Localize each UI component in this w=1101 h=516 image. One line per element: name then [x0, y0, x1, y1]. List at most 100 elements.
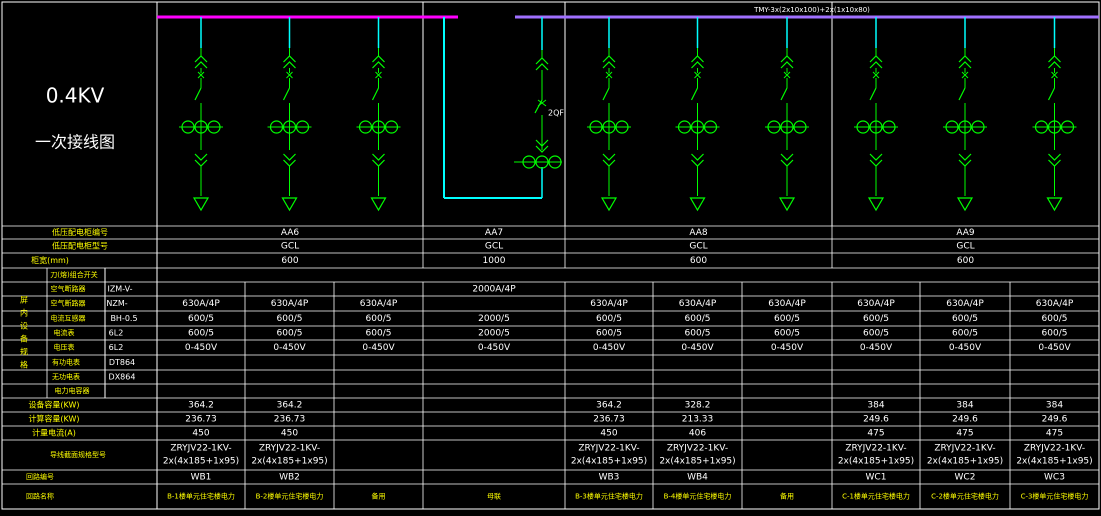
- ammeter-range: 600/5: [774, 329, 800, 339]
- cross-mark-icon: [605, 71, 613, 79]
- installed-power-value: 364.2: [277, 401, 303, 411]
- load-triangle-icon: [281, 197, 298, 212]
- circuit-no: WC1: [866, 473, 887, 483]
- ammeter-range: 600/5: [366, 329, 392, 339]
- row-label-reactive-meter: 无功电表: [52, 372, 80, 381]
- equip-group-char: 设: [20, 321, 28, 331]
- load-triangle-icon: [867, 197, 885, 212]
- circuit-no: WB2: [279, 473, 300, 483]
- installed-power-value: 364.2: [596, 401, 622, 411]
- breaker-switch-blade: [282, 87, 291, 101]
- cabinet-width: 600: [690, 256, 707, 266]
- row-label-capacitor: 电力电容器: [55, 386, 90, 395]
- ammeter-range: 600/5: [685, 329, 711, 339]
- calc-current-value: 406: [689, 429, 706, 439]
- breaker-switch-blade: [602, 87, 610, 101]
- ct-ratio: 600/5: [366, 314, 392, 324]
- breaker-rating: 630A/4P: [271, 299, 309, 309]
- installed-power-value: 364.2: [188, 401, 214, 411]
- load-triangle-icon: [192, 197, 210, 212]
- disconnect-chevron-icon: [602, 153, 616, 167]
- cross-mark-icon: [197, 71, 205, 79]
- breaker-rating: 630A/4P: [1036, 299, 1074, 309]
- breaker-switch-blade: [194, 87, 202, 101]
- disconnect-chevron-icon: [372, 55, 385, 69]
- ct-ratio: 600/5: [188, 314, 214, 324]
- model-air-breaker: IZM-V-: [107, 285, 132, 294]
- circuit-no: WB3: [599, 473, 620, 483]
- disconnect-chevron-icon: [535, 57, 549, 71]
- cabinet-width: 600: [957, 256, 974, 266]
- breaker-switch-blade: [371, 87, 380, 101]
- row-label-cabinet-no: 低压配电柜编号: [52, 227, 108, 237]
- voltmeter-range: 0-450V: [681, 343, 714, 353]
- load-triangle-icon: [956, 197, 974, 212]
- cross-mark-icon: [694, 71, 701, 79]
- circuit-no: WC2: [955, 473, 976, 483]
- voltmeter-range: 0-450V: [593, 343, 626, 353]
- voltmeter-range: 0-450V: [860, 343, 893, 353]
- breaker-switch-blade: [690, 87, 699, 101]
- cable-spec-line2: 2x(4x185+1x95): [163, 457, 239, 467]
- calc-power-value: 249.6: [863, 415, 889, 425]
- breaker-switch-blade: [780, 87, 788, 101]
- load-triangle-icon: [370, 197, 387, 212]
- row-label-voltmeter: 电压表: [54, 343, 75, 352]
- cable-spec-line1: ZRYJV22-1KV-: [934, 444, 995, 454]
- cabinet-model: GCL: [485, 242, 503, 252]
- calc-power-value: 236.73: [593, 415, 625, 425]
- calc-current-value: 450: [281, 429, 298, 439]
- cable-spec-line2: 2x(4x185+1x95): [1016, 457, 1092, 467]
- disconnect-chevron-icon: [958, 153, 972, 167]
- model-ct: BH-0.5: [110, 314, 137, 323]
- breaker-rating: 630A/4P: [590, 299, 628, 309]
- disconnect-chevron-icon: [372, 153, 385, 167]
- row-label-ct: 电流互感器: [51, 314, 86, 323]
- row-label-fuse-switch: 刀(熔)组合开关: [50, 270, 97, 279]
- ammeter-range: 600/5: [596, 329, 622, 339]
- row-label-cable-spec: 导线截面规格型号: [50, 450, 106, 459]
- model-reactive-meter: DX864: [109, 373, 136, 382]
- ammeter-range: 600/5: [952, 329, 978, 339]
- ct-ratio: 600/5: [774, 314, 800, 324]
- row-label-calc-power: 计算容量(KW): [28, 414, 79, 424]
- disconnect-chevron-icon: [691, 153, 704, 167]
- breaker-switch-blade: [1047, 87, 1056, 101]
- busbar-label: TMY-3x(2x10x100)+2x(1x10x80): [753, 6, 870, 14]
- cable-spec-line1: ZRYJV22-1KV-: [1024, 444, 1085, 454]
- disconnect-chevron-icon: [535, 139, 549, 153]
- page-subtitle: 一次接线图: [35, 133, 115, 152]
- model-voltmeter: 6L2: [109, 343, 124, 352]
- disconnect-chevron-icon: [1048, 153, 1061, 167]
- circuit-name: B-3楼单元住宅楼电力: [575, 492, 643, 501]
- calc-power-value: 236.73: [274, 415, 306, 425]
- equip-group-char: 屏: [20, 296, 28, 305]
- load-triangle-icon: [1046, 197, 1063, 212]
- aa7-breaker-rating: 2000A/4P: [472, 285, 516, 295]
- ammeter-range: 600/5: [277, 329, 303, 339]
- row-label-ammeter: 电流表: [54, 328, 75, 337]
- cable-spec-line1: ZRYJV22-1KV-: [845, 444, 906, 454]
- cabinet-no: AA9: [956, 228, 975, 238]
- ct-ratio: 600/5: [277, 314, 303, 324]
- cable-spec-line2: 2x(4x185+1x95): [659, 457, 735, 467]
- cable-spec-line2: 2x(4x185+1x95): [838, 457, 914, 467]
- voltmeter-range: 0-450V: [478, 343, 511, 353]
- row-label-calc-current: 计量电流(A): [32, 428, 76, 438]
- equip-group-char: 内: [20, 308, 28, 318]
- voltmeter-range: 0-450V: [949, 343, 982, 353]
- circuit-name: 备用: [780, 492, 794, 501]
- cabinet-model: GCL: [281, 242, 299, 252]
- disconnect-chevron-icon: [869, 153, 883, 167]
- circuit-name: B-1楼单元住宅楼电力: [167, 492, 235, 501]
- row-label-air-breaker-2: 空气断路器: [51, 299, 86, 308]
- cross-mark-icon: [537, 99, 547, 107]
- cross-mark-icon: [783, 71, 791, 79]
- breaker-rating: 630A/4P: [857, 299, 895, 309]
- cable-spec-line2: 2x(4x185+1x95): [571, 457, 647, 467]
- cross-mark-icon: [375, 71, 382, 79]
- cable-spec-line1: ZRYJV22-1KV-: [578, 444, 639, 454]
- disconnect-chevron-icon: [780, 153, 794, 167]
